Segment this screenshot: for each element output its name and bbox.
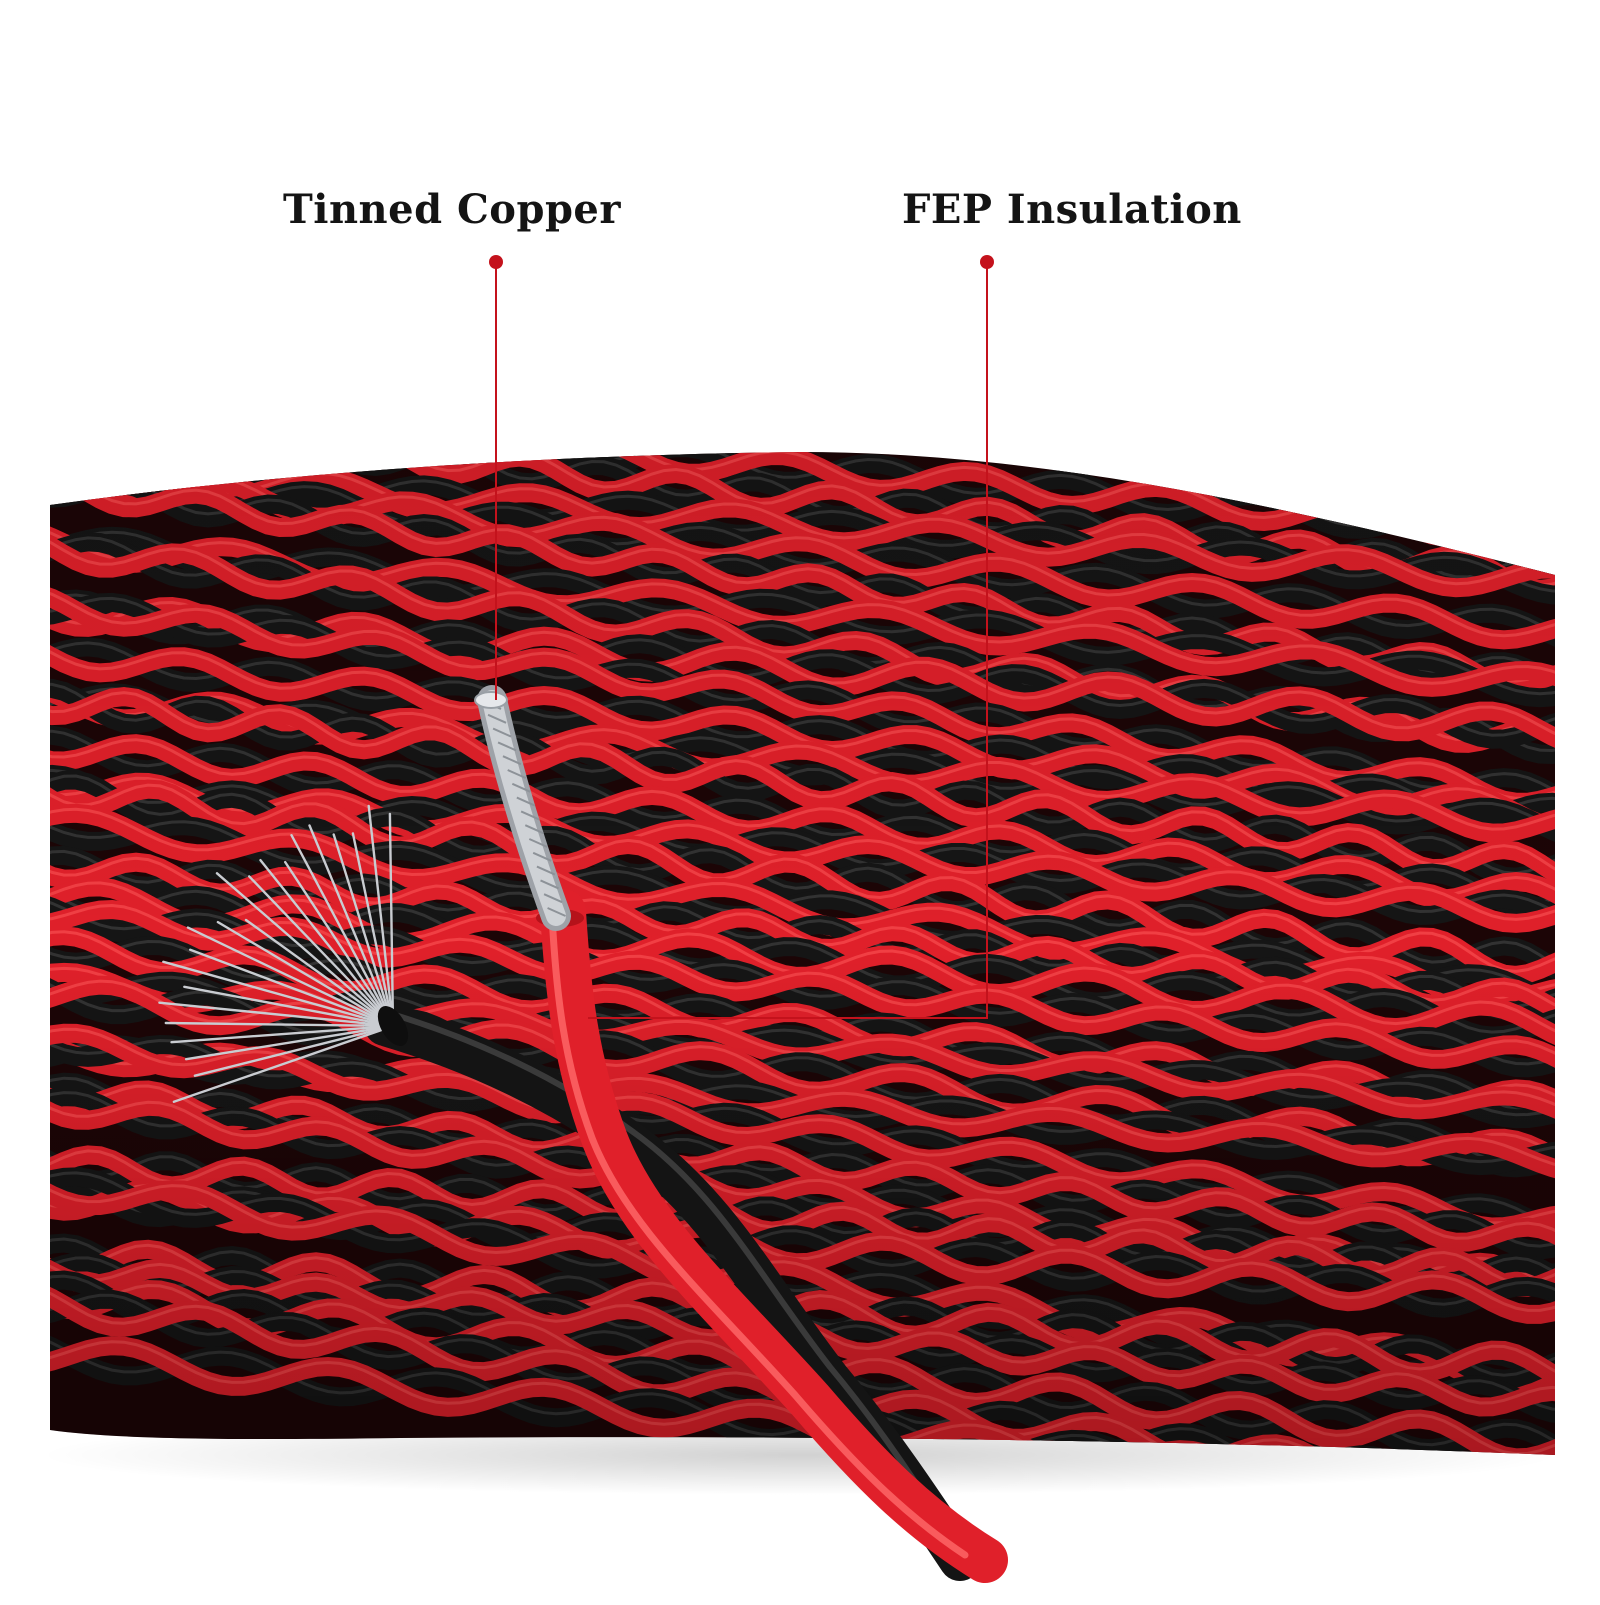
conductor-twist-mark (536, 865, 556, 876)
twisted-wire-coil (50, 452, 1555, 1455)
copper-strand (388, 812, 395, 1028)
leader-dot-icon (980, 255, 994, 269)
copper-strand (247, 875, 395, 1028)
conductor-twist-mark (532, 851, 552, 862)
copper-strand (259, 859, 395, 1028)
conductor-twist-mark (502, 755, 522, 766)
copper-strand (158, 1001, 395, 1028)
copper-strand (162, 960, 395, 1028)
copper-strand (351, 832, 395, 1028)
copper-strand (193, 1024, 395, 1077)
conductor-twist-mark (487, 713, 507, 724)
copper-strand (215, 872, 395, 1028)
conductor-twist-mark (492, 727, 512, 738)
conductor-twist-mark (528, 838, 548, 848)
conductor-twist-mark (547, 907, 566, 917)
tinned-copper-conductor (474, 685, 571, 931)
copper-strand (244, 918, 395, 1028)
splayed-copper-strands (158, 804, 395, 1104)
copper-strand (184, 1024, 395, 1061)
copper-strand (367, 804, 395, 1028)
fep-insulation-label: FEP Insulation (902, 186, 1242, 233)
copper-strand (164, 1021, 395, 1028)
conductor-twist-mark (511, 782, 531, 793)
insulation-leader-line (588, 262, 988, 1019)
copper-strand (172, 1024, 395, 1104)
conductor-twist-mark (540, 879, 559, 890)
conductor-twist-mark (516, 796, 536, 807)
copper-strand (186, 926, 395, 1028)
tinned-copper-label: Tinned Copper (283, 186, 621, 233)
conductor-twist-mark (524, 824, 544, 835)
copper-strand (216, 920, 395, 1028)
copper-strand (332, 833, 395, 1028)
copper-strand (188, 948, 395, 1028)
conductor-twist-mark (507, 769, 527, 779)
red-wire-foreground (540, 889, 1008, 1583)
copper-strand (290, 834, 395, 1028)
copper-strand (308, 824, 395, 1028)
conductor-twist-mark (543, 893, 563, 904)
conductor-twist-mark (520, 810, 540, 821)
copper-strand (170, 1024, 395, 1044)
copper-strand (183, 985, 395, 1028)
callout-leader-lines (489, 255, 994, 1019)
conductor-twist-mark (497, 741, 517, 752)
copper-strand (284, 860, 395, 1028)
leader-dot-icon (489, 255, 503, 269)
